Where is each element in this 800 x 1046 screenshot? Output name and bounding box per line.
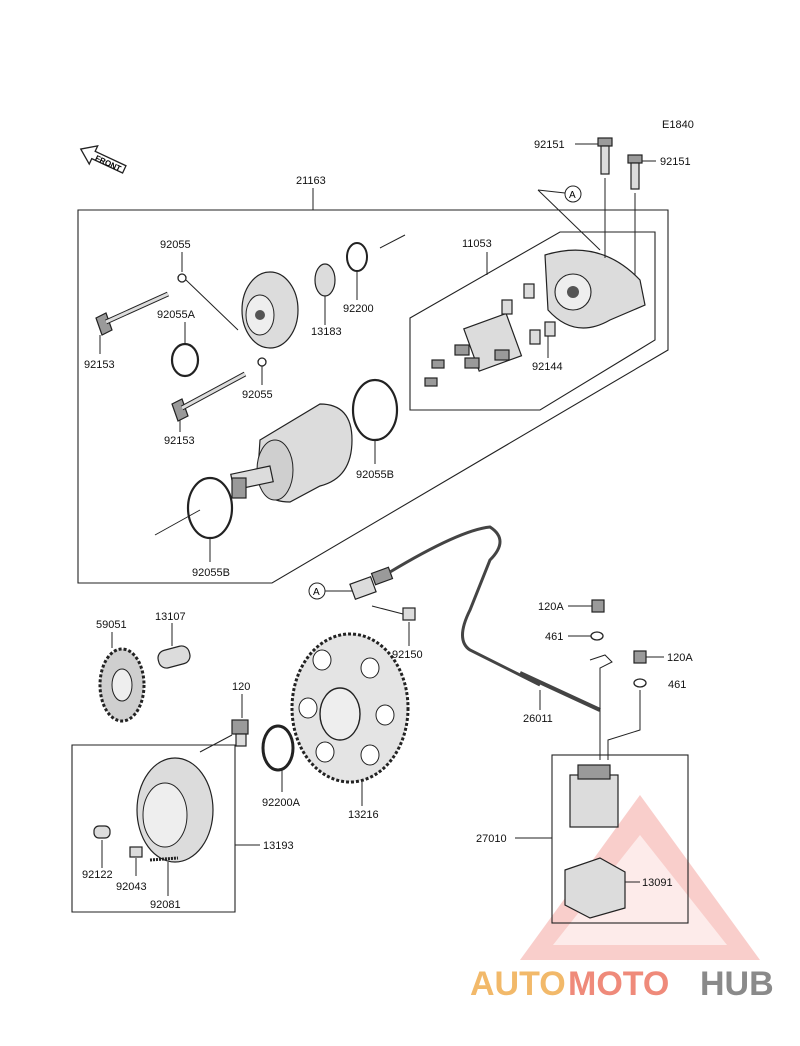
end-cover bbox=[544, 249, 646, 329]
relay-cover-13091 bbox=[564, 857, 626, 919]
label-92081: 92081 bbox=[150, 899, 181, 911]
washer-92200 bbox=[346, 242, 368, 272]
long-bolt-92153-bottom bbox=[171, 371, 247, 422]
idle-gear-59051 bbox=[98, 647, 146, 723]
brush-springs bbox=[501, 283, 556, 345]
oring-92055A bbox=[170, 342, 200, 378]
washer-461-b bbox=[633, 678, 647, 688]
figure-code: E1840 bbox=[662, 119, 694, 131]
label-92043: 92043 bbox=[116, 881, 147, 893]
ref-a-top: A bbox=[569, 190, 576, 201]
roller-92122 bbox=[93, 825, 111, 839]
label-92055A: 92055A bbox=[157, 309, 196, 321]
oring-92055-bottom bbox=[257, 357, 267, 367]
label-92150: 92150 bbox=[392, 649, 423, 661]
label-92153-b: 92153 bbox=[164, 435, 195, 447]
label-11053: 11053 bbox=[462, 238, 492, 250]
starter-relay bbox=[569, 764, 619, 828]
label-92055-a: 92055 bbox=[160, 239, 191, 251]
front-arrow-icon: FRONT bbox=[79, 145, 127, 174]
relay-frame bbox=[551, 754, 689, 924]
label-13216: 13216 bbox=[348, 809, 379, 821]
label-13091: 13091 bbox=[642, 877, 673, 889]
label-92055-b: 92055 bbox=[242, 389, 273, 401]
label-92153-a: 92153 bbox=[84, 359, 115, 371]
watermark-text: AUTO MOTO HUB bbox=[470, 965, 774, 1003]
shaft-13107 bbox=[157, 645, 191, 669]
washer-461-a bbox=[590, 631, 604, 641]
label-92151-a: 92151 bbox=[534, 139, 565, 151]
oring-92055B-left bbox=[186, 476, 234, 540]
washer-92200A bbox=[261, 724, 295, 772]
oring-92055-top bbox=[177, 273, 187, 283]
watermark-moto: MOTO bbox=[568, 965, 669, 1003]
label-461-b: 461 bbox=[668, 679, 686, 691]
label-92151-b: 92151 bbox=[660, 156, 691, 168]
label-92200: 92200 bbox=[343, 303, 374, 315]
label-92122: 92122 bbox=[82, 869, 113, 881]
bolt-92151-left bbox=[597, 137, 613, 175]
label-461-a: 461 bbox=[545, 631, 563, 643]
starter-clutch bbox=[136, 757, 214, 863]
bolt-120A-b bbox=[633, 650, 647, 664]
label-21163: 21163 bbox=[296, 175, 326, 187]
watermark-logo bbox=[520, 795, 760, 960]
watermark-auto: AUTO bbox=[470, 965, 566, 1003]
starter-assembly-frame bbox=[77, 209, 669, 584]
bolt-120A-a bbox=[591, 599, 605, 613]
label-120: 120 bbox=[232, 681, 250, 693]
bolt-120 bbox=[231, 719, 249, 747]
label-13193: 13193 bbox=[263, 840, 294, 852]
label-120A-b: 120A bbox=[667, 652, 693, 664]
label-59051: 59051 bbox=[96, 619, 127, 631]
cable-terminal bbox=[349, 566, 394, 601]
front-cover bbox=[241, 271, 299, 349]
label-26011: 26011 bbox=[523, 713, 553, 725]
plunger-92043 bbox=[129, 846, 143, 858]
driven-gear-13216 bbox=[290, 632, 410, 784]
motor-yoke bbox=[230, 403, 353, 503]
nut-92150 bbox=[402, 607, 416, 621]
starter-clutch-frame bbox=[71, 744, 236, 913]
bolt-92151-right bbox=[627, 154, 643, 190]
label-92055B-b: 92055B bbox=[192, 567, 230, 579]
brush-holder-frame bbox=[409, 231, 656, 411]
label-27010: 27010 bbox=[476, 833, 507, 845]
label-92055B-a: 92055B bbox=[356, 469, 394, 481]
watermark-hub: HUB bbox=[700, 965, 774, 1003]
plate-13183 bbox=[314, 263, 336, 297]
spring-92081 bbox=[149, 856, 179, 862]
label-13107: 13107 bbox=[155, 611, 186, 623]
label-92200A: 92200A bbox=[262, 797, 301, 809]
label-120A-a: 120A bbox=[538, 601, 564, 613]
front-label: FRONT bbox=[94, 154, 123, 174]
ref-a-bottom: A bbox=[313, 587, 320, 598]
long-bolt-92153-top bbox=[95, 291, 170, 336]
starter-cable-26011 bbox=[389, 525, 541, 687]
label-92144: 92144 bbox=[532, 361, 563, 373]
brush-holder bbox=[454, 312, 523, 372]
terminal-screws bbox=[424, 359, 445, 387]
label-13183: 13183 bbox=[311, 326, 342, 338]
oring-92055B-right bbox=[351, 378, 399, 442]
